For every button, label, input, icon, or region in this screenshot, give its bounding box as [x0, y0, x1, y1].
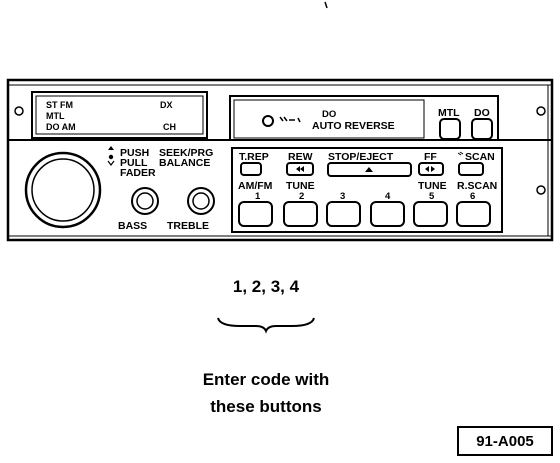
treble-knob[interactable] [187, 187, 215, 215]
tape-direction-arrows-icon [279, 116, 301, 123]
preset-button-3[interactable] [326, 201, 361, 227]
dolby-label: DO [474, 107, 490, 119]
mtl-button[interactable] [439, 118, 461, 140]
seek-prg-label: SEEK/PRG [159, 147, 213, 159]
treble-label: TREBLE [167, 220, 209, 232]
tune-up-label: TUNE [418, 180, 447, 192]
preset-6-number: 6 [470, 191, 475, 202]
bass-knob[interactable] [131, 187, 159, 215]
pull-label: PULL [120, 157, 148, 169]
preset-button-4[interactable] [370, 201, 405, 227]
display-st-fm: ST FM [46, 100, 73, 110]
cassette-dolby-label: DO [322, 109, 336, 120]
tape-direction-icon [262, 115, 274, 127]
preset-button-1[interactable] [238, 201, 273, 227]
reference-code: 91-A005 [476, 433, 534, 450]
tune-down-label: TUNE [286, 180, 315, 192]
rewind-icon [296, 166, 304, 172]
am-fm-label: AM/FM [238, 180, 273, 192]
caption-line-1: Enter code with [203, 370, 330, 389]
button-panel [231, 147, 503, 233]
preset-3-number: 3 [340, 191, 345, 202]
fader-indicator-icon [107, 146, 115, 166]
preset-button-5[interactable] [413, 201, 448, 227]
tape-mode-buttons: MTL DO [438, 107, 493, 140]
auto-reverse-label: AUTO REVERSE [312, 120, 395, 132]
r-scan-label: R.SCAN [457, 180, 497, 192]
stop-eject-label: STOP/EJECT [328, 151, 394, 163]
display-ch: CH [163, 122, 176, 132]
balance-label: BALANCE [159, 157, 210, 169]
volume-knob[interactable] [24, 151, 102, 229]
rew-label: REW [288, 151, 313, 163]
display-dx: DX [160, 100, 173, 110]
display-panel: ST FM MTL DO AM DX CH [31, 91, 208, 139]
top-mark [324, 1, 328, 9]
preset-1-number: 1 [255, 191, 261, 202]
ff-label: FF [424, 151, 437, 163]
t-rep-button[interactable] [240, 162, 262, 176]
dolby-button[interactable] [471, 118, 493, 140]
brace-icon [217, 317, 315, 334]
fast-forward-icon [425, 166, 435, 172]
preset-4-number: 4 [385, 191, 391, 202]
bass-label: BASS [118, 220, 147, 232]
reference-box: 91-A005 [457, 426, 553, 456]
eject-icon [365, 167, 373, 172]
scan-marks-icon [457, 151, 464, 156]
push-label: PUSH [120, 147, 149, 159]
display-mtl: MTL [46, 111, 65, 121]
preset-5-number: 5 [429, 191, 435, 202]
t-rep-label: T.REP [239, 151, 269, 163]
preset-button-6[interactable] [456, 201, 491, 227]
mtl-label: MTL [438, 107, 460, 119]
caption-line-2: these buttons [210, 397, 321, 416]
scan-label: SCAN [465, 151, 495, 163]
mounting-screw [536, 106, 546, 116]
preset-2-number: 2 [299, 191, 304, 202]
scan-button[interactable] [458, 162, 484, 176]
fader-label: FADER [120, 167, 156, 179]
code-digits: 1, 2, 3, 4 [233, 277, 300, 296]
mounting-screw [14, 106, 24, 116]
display-dolby-am: DO AM [46, 122, 76, 132]
preset-button-2[interactable] [283, 201, 318, 227]
mounting-screw [536, 185, 546, 195]
